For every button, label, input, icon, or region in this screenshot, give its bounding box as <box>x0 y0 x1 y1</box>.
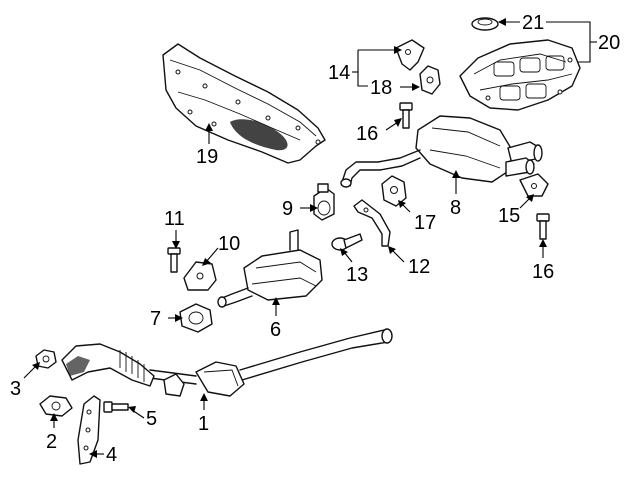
bolt-5 <box>103 401 129 413</box>
bolt-13 <box>331 233 363 251</box>
center-muffler <box>217 229 323 308</box>
callout-5: 5 <box>146 408 157 430</box>
callout-19: 19 <box>196 146 218 168</box>
front-heat-shield <box>162 43 326 164</box>
callout-2: 2 <box>46 431 57 453</box>
flex-downpipe <box>61 343 155 387</box>
rear-heat-shield <box>459 39 581 111</box>
grommet <box>471 17 499 31</box>
front-pipe-converter <box>149 328 393 397</box>
callout-10: 10 <box>218 233 240 255</box>
bolt-upper <box>399 102 413 129</box>
callout-17: 17 <box>414 212 436 234</box>
callout-21: 21 <box>522 12 544 34</box>
callout-9: 9 <box>282 198 293 220</box>
callout-labels: 21 20 14 18 16 19 8 9 17 15 11 10 13 12 … <box>10 12 620 466</box>
rear-bracket <box>519 173 549 197</box>
callout-18: 18 <box>370 77 392 99</box>
callout-16-upper: 16 <box>356 123 378 145</box>
callout-7: 7 <box>150 308 161 330</box>
bolt-lower <box>536 213 550 240</box>
rubber-hanger-upper <box>419 65 441 95</box>
bolt-11 <box>167 247 181 273</box>
callout-11: 11 <box>164 208 185 230</box>
hanger-mount-10 <box>183 261 217 291</box>
rear-muffler <box>340 115 543 188</box>
mounting-strap <box>353 199 391 247</box>
hanger-bracket-upper <box>395 39 425 71</box>
callout-3: 3 <box>10 378 21 400</box>
leader-lines <box>23 18 597 458</box>
callout-20: 20 <box>598 32 620 54</box>
flange-gasket <box>39 395 73 417</box>
callout-15: 15 <box>498 205 520 227</box>
callout-4: 4 <box>106 444 117 466</box>
rubber-hanger-lower <box>381 175 407 207</box>
lower-heat-shield <box>77 395 101 465</box>
callout-1: 1 <box>198 413 209 435</box>
callout-13: 13 <box>346 264 368 286</box>
callout-8: 8 <box>450 197 461 219</box>
callout-12: 12 <box>408 256 430 278</box>
callout-6: 6 <box>270 319 281 341</box>
pipe-clamp-9 <box>313 183 335 221</box>
callout-16-lower: 16 <box>532 261 554 283</box>
pipe-clamp-7 <box>179 303 213 333</box>
callout-14: 14 <box>328 62 350 84</box>
